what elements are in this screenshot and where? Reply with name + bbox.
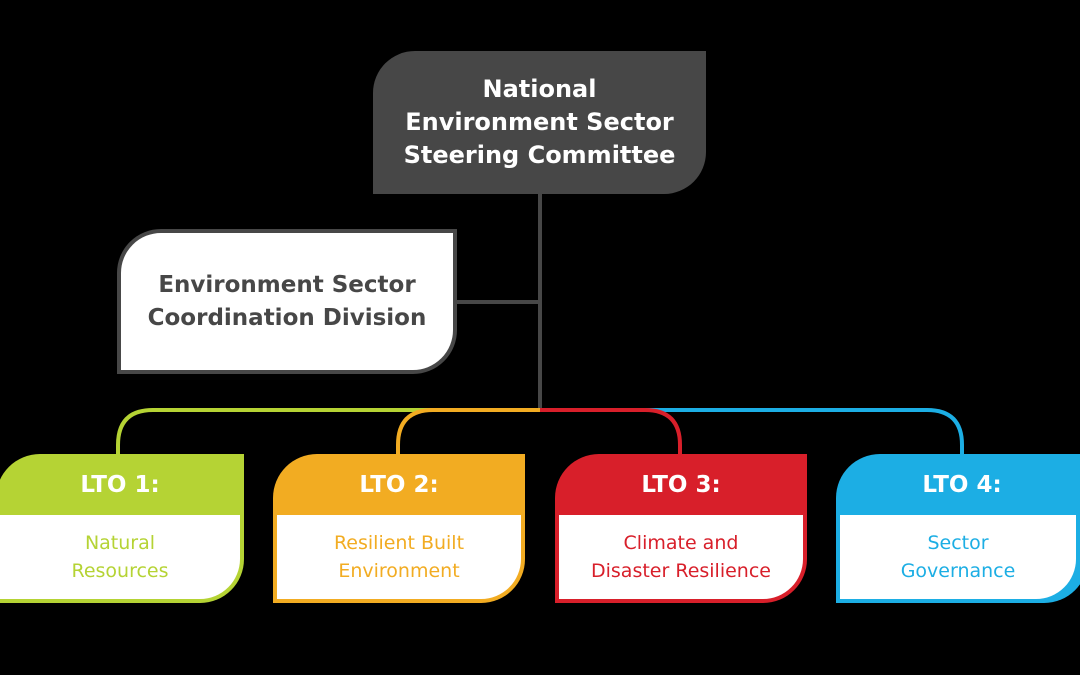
box-text-line: National (482, 75, 597, 103)
connector-lto-1 (116, 408, 540, 456)
box-text-line: Environment Sector (405, 108, 674, 136)
lto-text-line: Natural (84, 532, 156, 554)
lto-text-line: Climate and (623, 532, 739, 554)
lto-4-box: LTO 4: Sector Governance (836, 454, 1080, 603)
coordination-division-box: Environment Sector Coordination Division (117, 229, 457, 374)
box-text-line: Coordination Division (147, 304, 427, 331)
connector-lto-4 (540, 408, 964, 456)
box-text-line: Environment Sector (158, 271, 416, 298)
connector-lto-2 (396, 408, 540, 456)
lto-text-line: Resilient Built (333, 532, 465, 554)
box-text-line: Steering Committee (403, 141, 676, 169)
lto-2-box: LTO 2: Resilient Built Environment (273, 454, 525, 603)
lto-text-line: Environment (338, 560, 460, 582)
lto-text-line: Governance (900, 560, 1016, 582)
lto-text-line: Disaster Resilience (591, 560, 771, 582)
lto-1-box: LTO 1: Natural Resources (0, 454, 244, 603)
lto-4-label: LTO 4: (922, 471, 1002, 498)
steering-committee-box: National Environment Sector Steering Com… (373, 51, 706, 194)
connector-lto-3 (540, 408, 682, 456)
lto-3-label: LTO 3: (641, 471, 721, 498)
lto-1-label: LTO 1: (80, 471, 160, 498)
lto-text-line: Sector (927, 532, 989, 554)
lto-2-label: LTO 2: (359, 471, 439, 498)
lto-3-box: LTO 3: Climate and Disaster Resilience (555, 454, 807, 603)
lto-text-line: Resources (71, 560, 169, 582)
